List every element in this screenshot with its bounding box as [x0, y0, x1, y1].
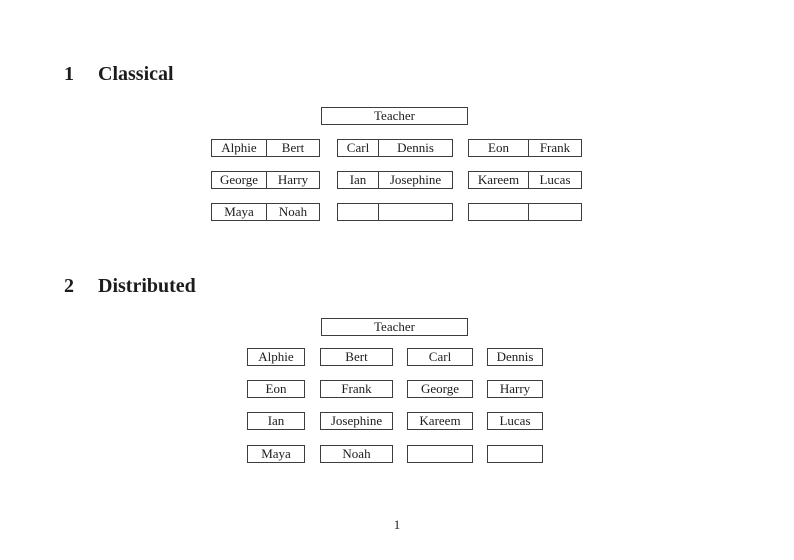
- section-number: 1: [64, 63, 74, 85]
- desk-pair: Eon Frank: [468, 139, 582, 157]
- desk-pair: Carl Dennis: [337, 139, 453, 157]
- desk-pair: Alphie Bert: [211, 139, 320, 157]
- teacher-box: Teacher: [321, 107, 468, 125]
- section-title: Distributed: [98, 275, 196, 297]
- seat-box: Bert: [320, 348, 393, 366]
- seat-cell: Frank: [539, 140, 571, 155]
- seat-cell-empty: [469, 204, 529, 220]
- teacher-label: Teacher: [374, 108, 415, 123]
- seat-cell: Lucas: [539, 172, 571, 187]
- seat-box: Alphie: [247, 348, 305, 366]
- seat-cell-empty: [529, 204, 581, 220]
- seat-box-empty: [407, 445, 473, 463]
- teacher-label: Teacher: [374, 319, 415, 334]
- seat-box: Kareem: [407, 412, 473, 430]
- seat-cell: Josephine: [389, 172, 442, 187]
- seat-box: Maya: [247, 445, 305, 463]
- seat-box: Noah: [320, 445, 393, 463]
- seat-box: George: [407, 380, 473, 398]
- seat-cell: Maya: [212, 204, 267, 220]
- seat-cell: George: [212, 172, 267, 188]
- seat-cell: Bert: [281, 140, 305, 155]
- desk-pair: Maya Noah: [211, 203, 320, 221]
- seat-box: Lucas: [487, 412, 543, 430]
- teacher-box: Teacher: [321, 318, 468, 336]
- section-heading-distributed: 2 Distributed: [64, 274, 196, 298]
- seat-box: Ian: [247, 412, 305, 430]
- seat-box-empty: [487, 445, 543, 463]
- seat-cell-empty: [379, 204, 452, 220]
- seat-box: Dennis: [487, 348, 543, 366]
- seat-cell: Alphie: [212, 140, 267, 156]
- section-number: 2: [64, 275, 74, 297]
- desk-pair: [468, 203, 582, 221]
- desk-pair: Ian Josephine: [337, 171, 453, 189]
- seat-box: Carl: [407, 348, 473, 366]
- seat-box: Eon: [247, 380, 305, 398]
- seat-cell: Eon: [469, 140, 529, 156]
- page-number: 1: [393, 517, 401, 532]
- seat-cell: Kareem: [469, 172, 529, 188]
- desk-pair: George Harry: [211, 171, 320, 189]
- seat-cell-empty: [338, 204, 379, 220]
- seat-box: Frank: [320, 380, 393, 398]
- section-heading-classical: 1 Classical: [64, 62, 174, 86]
- seat-cell: Dennis: [397, 140, 434, 155]
- desk-pair: Kareem Lucas: [468, 171, 582, 189]
- seat-cell: Ian: [338, 172, 379, 188]
- seat-cell: Harry: [277, 172, 309, 187]
- seat-cell: Carl: [338, 140, 379, 156]
- seat-cell: Noah: [278, 204, 308, 219]
- desk-pair: [337, 203, 453, 221]
- section-title: Classical: [98, 63, 174, 85]
- seat-box: Josephine: [320, 412, 393, 430]
- seat-box: Harry: [487, 380, 543, 398]
